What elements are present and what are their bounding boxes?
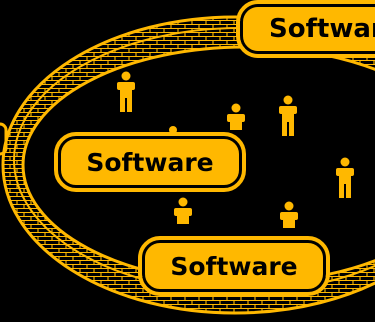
person-icon bbox=[279, 95, 297, 136]
software-label-middle-text: Software bbox=[86, 147, 214, 177]
software-label-bottom-text: Software bbox=[170, 251, 298, 281]
person-icon bbox=[336, 157, 354, 198]
people-group bbox=[117, 71, 354, 228]
software-label-top-text: Software bbox=[269, 14, 375, 44]
person-icon bbox=[227, 103, 245, 130]
person-icon bbox=[280, 201, 298, 228]
software-label-top: Software bbox=[236, 0, 375, 58]
software-label-middle: Software bbox=[54, 132, 246, 192]
person-icon bbox=[174, 197, 192, 224]
person-head-icon bbox=[169, 126, 177, 134]
software-label-bottom: Software bbox=[138, 236, 330, 296]
person-icon bbox=[117, 71, 135, 112]
